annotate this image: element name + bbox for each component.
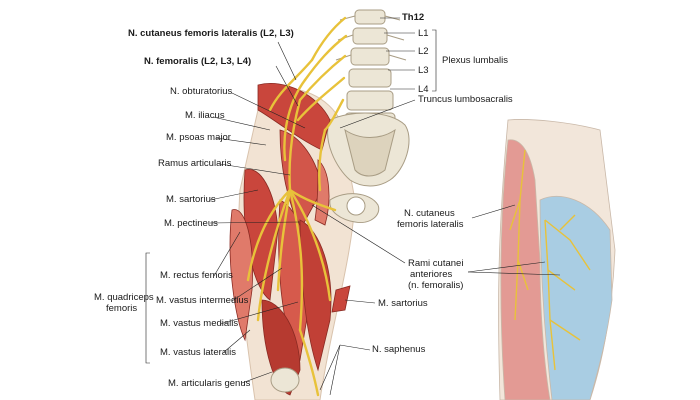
patella <box>270 367 300 393</box>
label-l4: L4 <box>418 84 429 95</box>
label-m-quadriceps-femoris: femoris <box>106 303 138 314</box>
label-m-sartorius-left: M. sartorius <box>166 194 216 205</box>
label-ramus-articularis: Ramus articularis <box>158 158 232 169</box>
label-m-pectineus: M. pectineus <box>164 218 218 229</box>
skin-innervation-panel <box>498 119 616 400</box>
label-m-psoas-major: M. psoas major <box>166 132 231 143</box>
label-m-sartorius-right: M. sartorius <box>378 298 428 309</box>
label-m-articularis-genus: M. articularis genus <box>168 378 251 389</box>
label-n-cutaneus-femoris-lateralis: N. cutaneus femoris lateralis (L2, L3) <box>128 28 294 39</box>
label-m-rectus-femoris: M. rectus femoris <box>160 270 233 281</box>
label-l1: L1 <box>418 28 429 39</box>
label-truncus-lumbosacralis: Truncus lumbosacralis <box>418 94 513 105</box>
label-n-obturatorius: N. obturatorius <box>170 86 233 97</box>
label-n-femoralis: N. femoralis (L2, L3, L4) <box>144 56 252 67</box>
nerves <box>246 16 348 397</box>
label-rami-cutanei-3: (n. femoralis) <box>408 280 464 291</box>
label-m-vastus-medialis: M. vastus medialis <box>160 318 239 329</box>
label-n-cutaneus-side-1: N. cutaneus <box>404 208 455 219</box>
label-m-iliacus: M. iliacus <box>185 110 225 121</box>
label-n-saphenus: N. saphenus <box>372 344 426 355</box>
label-m-vastus-intermedius: M. vastus intermedius <box>156 295 249 306</box>
label-plexus-lumbalis: Plexus lumbalis <box>442 55 508 66</box>
label-rami-cutanei-2: anteriores <box>410 269 453 280</box>
label-l3: L3 <box>418 65 429 76</box>
label-n-cutaneus-side-2: femoris lateralis <box>397 219 464 230</box>
label-th12: Th12 <box>402 12 425 23</box>
leader-lines <box>145 17 561 396</box>
pelvis <box>327 112 410 224</box>
cutaneous-nerves <box>509 149 591 371</box>
label-l2: L2 <box>418 46 429 57</box>
label-rami-cutanei-1: Rami cutanei <box>408 258 464 269</box>
label-m-quadriceps: M. quadriceps <box>94 292 154 303</box>
label-m-vastus-lateralis: M. vastus lateralis <box>160 347 237 358</box>
